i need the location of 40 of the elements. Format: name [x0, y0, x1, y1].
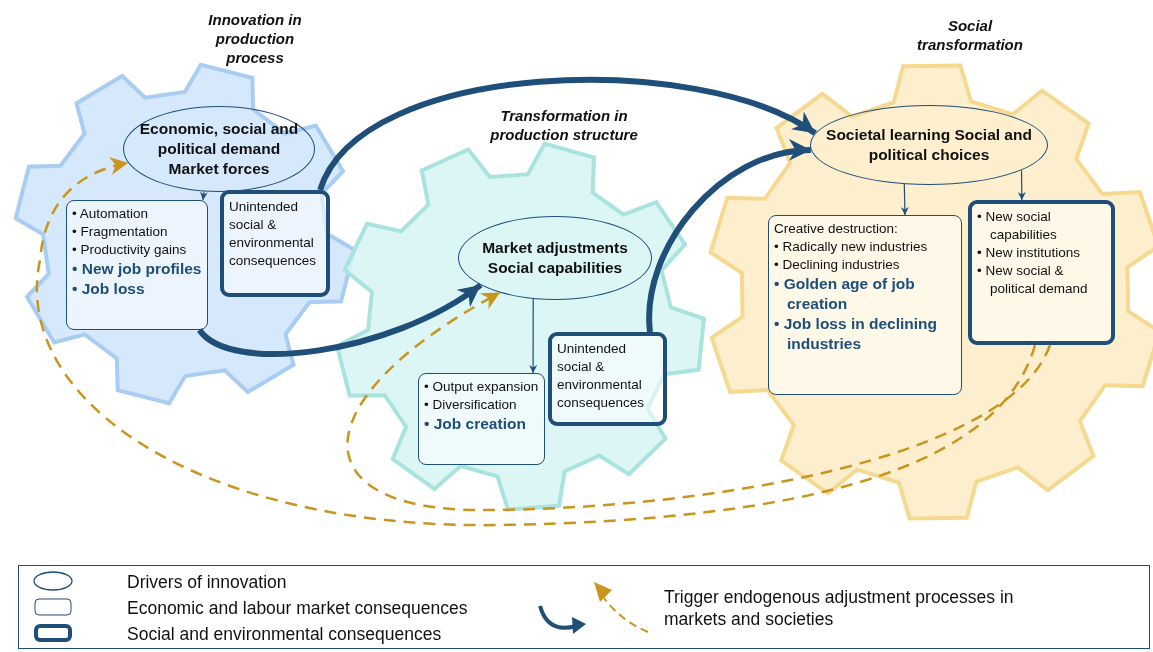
- consequence-box: [418, 373, 545, 465]
- legend-text: Trigger endogenous adjustment processes in markets and societies: [664, 586, 1015, 630]
- arrow: [1017, 169, 1026, 201]
- list-item: • Golden age of job creation: [774, 274, 916, 314]
- list-item: • Radically new industries: [774, 238, 929, 256]
- gear-heading: Innovation in production process: [207, 10, 303, 67]
- gear-heading: Social transformation: [916, 16, 1024, 54]
- thick-consequence-box: [548, 332, 667, 426]
- list-item: • Output expansion: [424, 378, 539, 396]
- list-item: • Job loss: [72, 279, 146, 299]
- arrow: [900, 183, 909, 216]
- thick-consequence-box: [968, 200, 1115, 345]
- arrow: [529, 298, 538, 374]
- list-item: • New job profiles: [72, 259, 202, 279]
- arrow: [199, 190, 208, 201]
- box-text: Creative destruction:: [774, 220, 899, 238]
- curved-arrow: [317, 76, 817, 192]
- legend-text: Social and environmental consequences: [127, 623, 442, 645]
- box-text: Unintended social & environmental consequences: [557, 340, 646, 412]
- list-item: • Job creation: [424, 414, 527, 434]
- list-item: • Fragmentation: [72, 223, 169, 241]
- list-item: • New institutions: [977, 244, 1082, 262]
- list-item: • Automation: [72, 205, 150, 223]
- legend-text: Economic and labour market consequences: [127, 597, 468, 619]
- list-item: • Productivity gains: [72, 241, 188, 259]
- legend-text: Drivers of innovation: [127, 571, 287, 593]
- list-item: • New social & political demand: [977, 262, 1089, 298]
- box-text: Unintended social & environmental consequences: [229, 198, 318, 270]
- list-item: • Job loss in declining industries: [774, 314, 939, 354]
- curved-arrow: [646, 140, 812, 333]
- gear-heading: Transformation in production structure: [489, 106, 639, 144]
- consequence-box: [66, 200, 208, 330]
- dashed-arrow: [36, 157, 1037, 527]
- list-item: • Diversification: [424, 396, 518, 414]
- consequence-box: [768, 215, 962, 395]
- thick-consequence-box: [220, 190, 330, 297]
- dashed-arrow: [346, 291, 1052, 512]
- list-item: • Declining industries: [774, 256, 901, 274]
- curved-arrow: [197, 282, 483, 357]
- list-item: • New social capabilities: [977, 208, 1058, 244]
